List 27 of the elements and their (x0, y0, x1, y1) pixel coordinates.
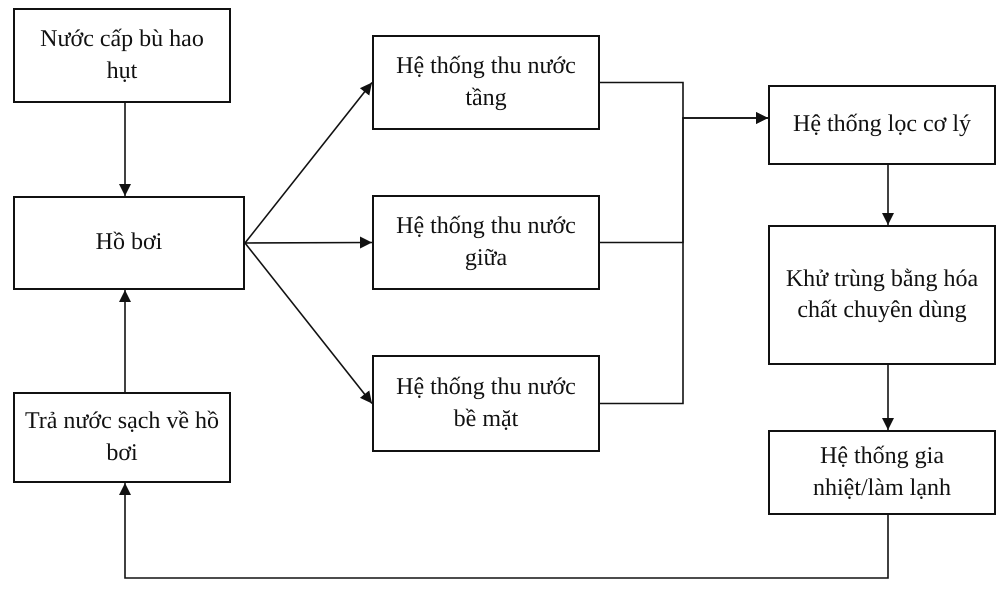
process-box (13, 392, 231, 483)
process-box (13, 196, 245, 290)
process-box (768, 85, 996, 165)
arrow (244, 82, 373, 244)
arrow (119, 290, 131, 392)
arrow (244, 242, 373, 404)
box-label: Hệ thống thu nước giữa (395, 212, 577, 272)
arrow (600, 112, 768, 404)
box-label: Khử trùng bằng hóa chất chuyên dùng (784, 264, 980, 325)
process-box (372, 195, 600, 290)
process-box (768, 430, 996, 515)
box-label: Hệ thống lọc cơ lý (792, 110, 972, 140)
box-label: Hệ thống thu nước tầng (395, 52, 577, 112)
arrow (119, 103, 131, 196)
arrow (245, 236, 372, 249)
box-label: Hồ bơi (94, 228, 164, 258)
box-label: Nước cấp bù hao hụt (39, 25, 205, 86)
process-box (768, 225, 996, 365)
process-box (372, 35, 600, 130)
process-box (372, 355, 600, 452)
box-label: Trả nước sạch về hồ bơi (24, 407, 220, 468)
process-box (13, 8, 231, 103)
box-label: Hệ thống thu nước bề mặt (395, 373, 577, 434)
arrow (882, 365, 894, 430)
arrow (882, 165, 894, 225)
arrow (119, 483, 889, 579)
box-label: Hệ thống gia nhiệt/làm lạnh (812, 442, 952, 502)
